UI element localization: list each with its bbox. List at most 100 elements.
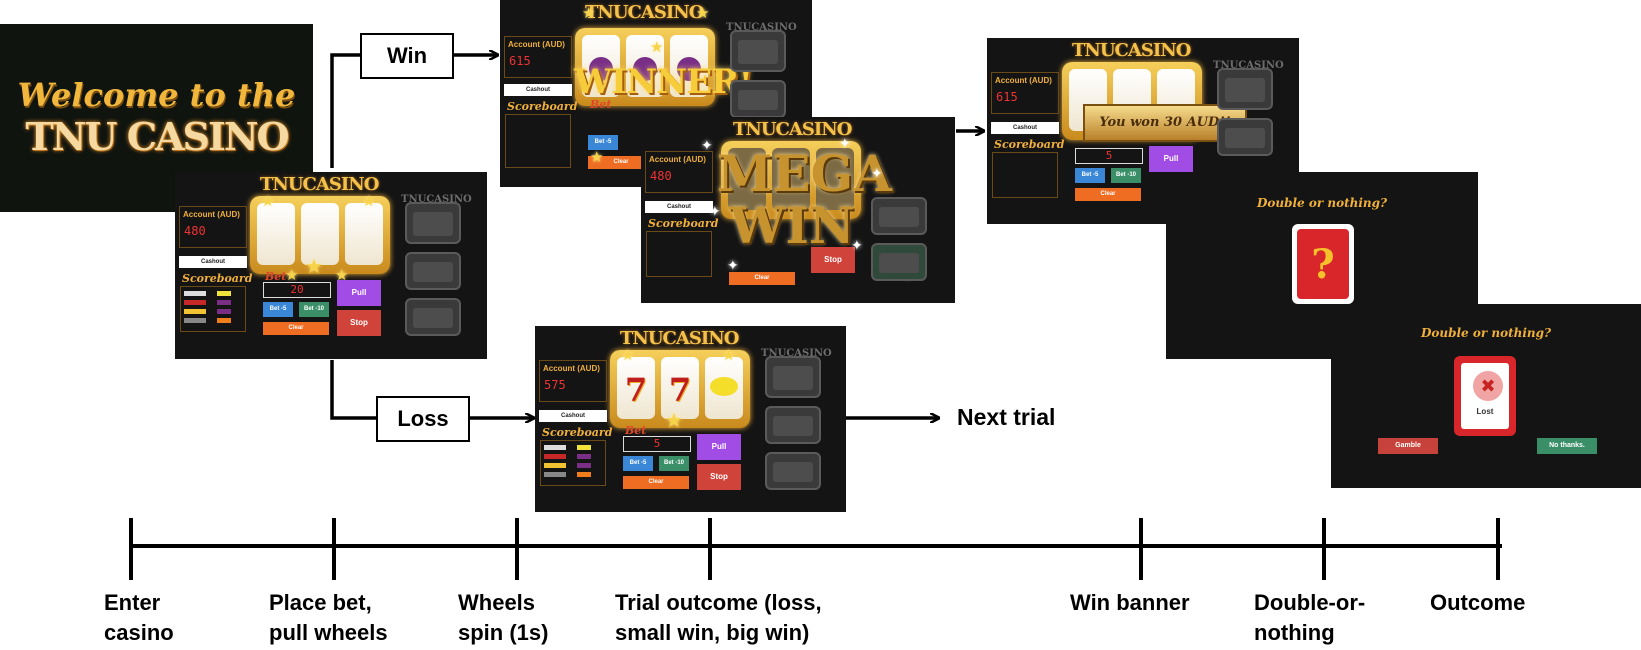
stop-button[interactable]: Stop [811, 247, 855, 273]
winner-text: WINNER! [574, 62, 753, 102]
scoreboard-panel [180, 286, 246, 332]
scoreboard-title: Scoreboard [648, 217, 719, 230]
account-panel: Account (AUD) 575 [539, 360, 607, 402]
scoreboard-title: Scoreboard [507, 100, 578, 113]
win-label-box: Win [360, 33, 454, 79]
account-panel: Account (AUD) 615 [504, 36, 572, 78]
account-panel: Account (AUD) 615 [991, 72, 1059, 114]
reel-window [345, 203, 383, 265]
mystery-card[interactable]: ? [1292, 224, 1354, 304]
double-title: Double or nothing? [1420, 326, 1552, 340]
welcome-line1: Welcome to the [17, 76, 296, 114]
star-icon: ★ [362, 193, 376, 210]
stop-button[interactable]: Stop [337, 310, 381, 336]
casino-sign: TNUCASINO [585, 2, 704, 23]
clear-button[interactable]: Clear [1075, 188, 1141, 201]
bet-minus-5-button[interactable]: Bet -5 [263, 302, 293, 317]
cashout-button[interactable]: Cashout [539, 410, 607, 422]
timeline-label-double: Double-or-nothing [1254, 590, 1366, 645]
side-machine [765, 406, 821, 444]
scoreboard-panel [505, 114, 571, 168]
bet-display: 20 [263, 282, 331, 298]
casino-sign: TNUCASINO [733, 119, 852, 140]
side-machine [871, 197, 927, 235]
account-panel: Account (AUD) 480 [179, 206, 247, 248]
bet-minus-10-button[interactable]: Bet -10 [299, 302, 329, 317]
stop-button[interactable]: Stop [697, 464, 741, 490]
side-machine [730, 80, 786, 118]
sparkle-icon: ✦ [851, 237, 863, 253]
account-label: Account (AUD) [995, 76, 1052, 85]
casino-sign: TNUCASINO [620, 328, 739, 349]
scoreboard-panel [646, 231, 712, 277]
account-label: Account (AUD) [649, 155, 706, 164]
welcome-line2: TNU CASINO [25, 114, 289, 159]
casino-sign: TNUCASINO [1072, 40, 1191, 61]
account-value: 480 [184, 224, 206, 238]
reel-frame: 7 7 [610, 350, 750, 428]
sparkle-icon: ✦ [839, 135, 851, 151]
pull-button[interactable]: Pull [697, 434, 741, 460]
side-machine [405, 252, 461, 290]
casino-sign: TNUCASINO [260, 174, 379, 195]
double-outcome-screen: Double or nothing? ✖ Lost Gamble No than… [1331, 304, 1641, 488]
sparkle-icon: ✦ [727, 257, 739, 273]
bet-display: 5 [1075, 148, 1143, 164]
side-machine [405, 202, 461, 244]
side-sign: TNUCASINO [726, 22, 797, 33]
star-icon: ★ [335, 267, 349, 284]
bet-minus-5-button[interactable]: Bet -5 [588, 135, 618, 150]
star-icon: ★ [722, 347, 736, 364]
gamble-button[interactable]: Gamble [1378, 438, 1438, 454]
no-thanks-button[interactable]: No thanks. [1537, 438, 1597, 454]
star-icon: ★ [285, 267, 299, 284]
side-machine [765, 452, 821, 490]
clear-button[interactable]: Clear [729, 272, 795, 285]
side-machine [405, 298, 461, 336]
side-sign: TNUCASINO [761, 348, 832, 359]
thumbs-down-icon: ✖ [1473, 371, 1503, 401]
star-icon: ★ [261, 193, 275, 210]
loss-branch-line [330, 360, 376, 420]
cashout-button[interactable]: Cashout [645, 201, 713, 213]
star-icon: ★ [650, 39, 664, 56]
side-sign: TNUCASINO [401, 194, 472, 205]
clear-button[interactable]: Clear [623, 476, 689, 489]
seven-symbol: 7 [668, 371, 692, 409]
scoreboard-panel [540, 440, 606, 486]
seven-symbol: 7 [624, 371, 648, 409]
win-screen: TNUCASINO Account (AUD) 615 Cashout Scor… [500, 0, 812, 187]
side-machine [1217, 68, 1273, 110]
cashout-button[interactable]: Cashout [179, 256, 247, 268]
account-label: Account (AUD) [508, 40, 565, 49]
bet-minus-10-button[interactable]: Bet -10 [659, 456, 689, 471]
account-value: 615 [996, 90, 1018, 104]
account-value: 615 [509, 54, 531, 68]
bet-minus-5-button[interactable]: Bet -5 [623, 456, 653, 471]
sparkle-icon: ✦ [709, 203, 721, 219]
question-icon: ? [1311, 241, 1335, 288]
timeline-label-banner: Win banner [1070, 590, 1190, 615]
outcome-card: ✖ Lost [1454, 356, 1516, 436]
bet-minus-5-button[interactable]: Bet -5 [1075, 168, 1105, 183]
reel-window [301, 203, 339, 265]
side-machine [730, 30, 786, 72]
account-value: 575 [544, 378, 566, 392]
loss-label-box: Loss [376, 396, 470, 442]
reel-frame [250, 196, 390, 274]
clear-button[interactable]: Clear [588, 156, 654, 169]
cashout-button[interactable]: Cashout [991, 122, 1059, 134]
clear-button[interactable]: Clear [263, 322, 329, 335]
scoreboard-panel [992, 152, 1058, 198]
cashout-button[interactable]: Cashout [504, 84, 572, 96]
loss-screen: TNUCASINO 7 7 ★ ★ ★ Account (AUD) 575 Ca… [535, 326, 846, 512]
bet-label: Bet [265, 270, 287, 283]
pull-button[interactable]: Pull [337, 280, 381, 306]
star-icon: ★ [696, 5, 710, 22]
bet-minus-10-button[interactable]: Bet -10 [1111, 168, 1141, 183]
pull-button[interactable]: Pull [1149, 146, 1193, 172]
bet-label: Bet [625, 424, 647, 437]
place-bet-screen: TNUCASINO ★ ★ ★ ★ ★ Account (AUD) 480 Ca… [175, 172, 487, 359]
reel-frame [721, 141, 861, 219]
